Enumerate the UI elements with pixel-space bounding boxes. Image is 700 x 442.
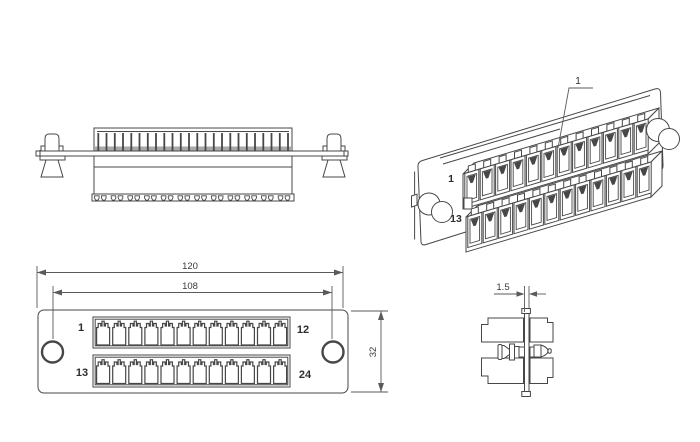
adapter-housing-bottom [93,155,293,195]
thumbscrew-right [321,133,348,178]
dimension-height: 32 [351,310,388,393]
dimension-hole-spacing: 108 [52,281,333,339]
mounting-hole-right [321,340,345,364]
dimension-thickness: 1.5 [494,282,546,312]
isometric-view: 1 13 1 [411,76,680,253]
dim-hole-spacing-label: 108 [182,281,198,292]
adapter-row-bottom-iso [465,149,663,253]
side-section-view: 1.5 [481,282,554,397]
housing-upper-right [529,317,554,343]
dim-height-label: 32 [368,347,379,358]
foot-strip [91,193,295,202]
port-row-bottom [92,354,291,388]
housing-lower-right [529,357,554,384]
port-bottom-last-label: 24 [299,369,312,381]
adapter-row-top-iso [462,106,660,210]
top-edge-view [35,127,349,202]
port-bottom-first-label: 13 [76,367,88,379]
iso-row-top-label: 1 [448,173,454,185]
thumbscrew-right-iso [646,118,680,150]
thumbscrew-section [497,343,552,361]
front-view: 1 12 13 24 120 108 32 [36,261,388,394]
thumbscrew-left-iso [417,192,453,223]
thumbscrew-left [39,133,66,178]
dim-width-label: 120 [182,261,198,272]
housing-lower-left [481,357,524,384]
mounting-hole-left [40,340,65,364]
adapter-row-shadow [95,146,291,152]
dimension-width: 120 [36,261,344,308]
faceplate-edge [35,150,349,157]
row-bracket [463,197,473,210]
housing-upper-left [481,317,524,343]
callout-label: 1 [575,76,581,87]
screw-boss-back [411,193,418,208]
iso-row-bottom-label: 13 [450,213,462,225]
callout-leader [557,87,593,149]
dim-thickness-label: 1.5 [496,282,509,293]
port-top-last-label: 12 [297,324,309,336]
port-top-first-label: 1 [78,322,84,334]
port-row-top [92,316,291,349]
faceplate-section [521,308,531,397]
